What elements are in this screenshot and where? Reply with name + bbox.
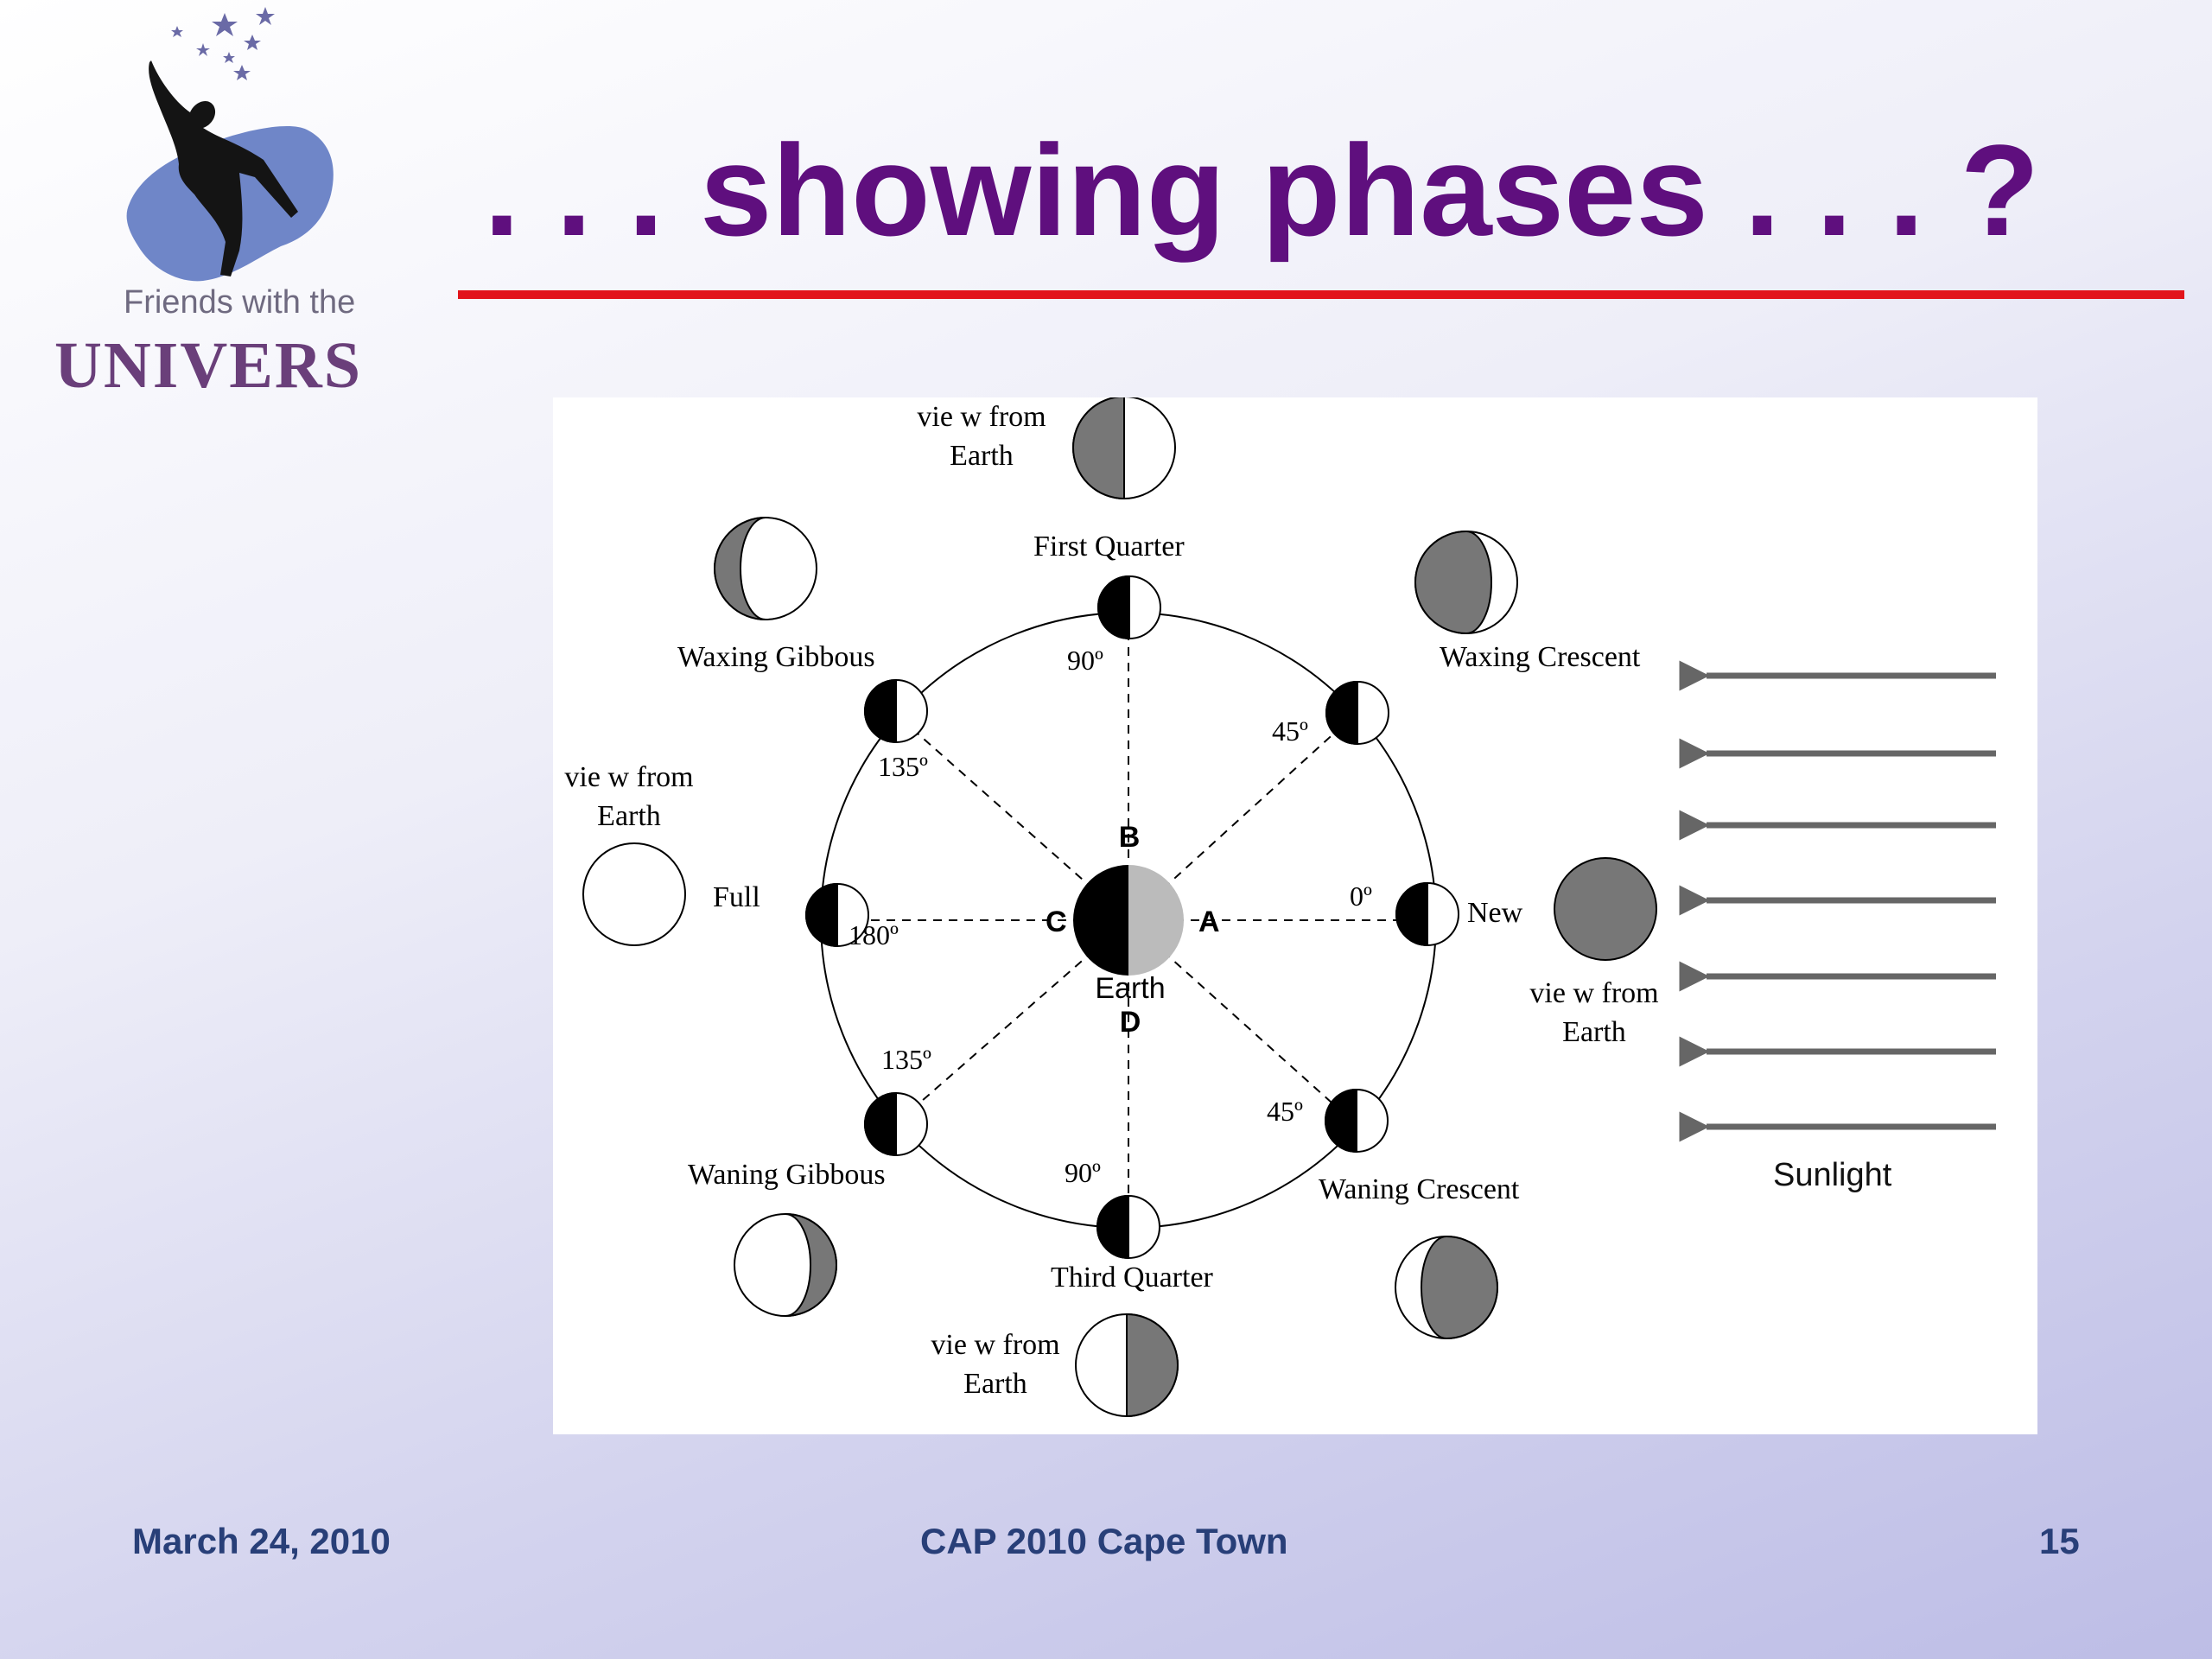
orbit-moon-waning-crescent	[1325, 1090, 1388, 1152]
view-moon-third-quarter	[1076, 1314, 1178, 1416]
orbit-moon-waxing-gibbous	[865, 680, 927, 742]
footer-page-number: 15	[2039, 1521, 2080, 1562]
moon-phases-diagram: Earth A B C D New Waxing Crescent First …	[553, 397, 2037, 1434]
angle-label-first-quarter: 90º	[1067, 645, 1103, 676]
sunlight-arrows	[1707, 676, 1996, 1127]
footer-date: March 24, 2010	[132, 1521, 391, 1562]
view-moon-new	[1554, 858, 1656, 960]
earth-icon	[1073, 865, 1184, 976]
view-moon-full	[583, 843, 685, 945]
view-caption-bottom-line2: Earth	[963, 1368, 1027, 1400]
view-caption-top-line1: vie w from	[917, 401, 1046, 433]
orbit-moon-third-quarter	[1097, 1196, 1160, 1258]
phase-label-waxing-gibbous: Waxing Gibbous	[677, 641, 875, 673]
angle-label-full: 180º	[849, 919, 899, 950]
view-caption-right-line1: vie w from	[1529, 977, 1658, 1009]
orbit-moon-waning-gibbous	[865, 1093, 927, 1155]
view-moon-waning-gibbous	[734, 1214, 836, 1316]
angle-label-new: 0º	[1350, 880, 1372, 912]
logo-line1: Friends with the	[124, 284, 355, 321]
star-icons	[171, 7, 275, 80]
title-underline	[458, 290, 2184, 299]
view-moon-first-quarter	[1073, 397, 1175, 499]
slide-title: . . . showing phases . . . ?	[484, 121, 2039, 259]
orbit-moon-waxing-crescent	[1326, 682, 1389, 744]
view-moon-waning-crescent	[1395, 1236, 1497, 1338]
view-caption-top-line2: Earth	[950, 440, 1014, 472]
angle-label-waxing-crescent: 45º	[1272, 715, 1308, 747]
point-d-label: D	[1120, 1006, 1141, 1039]
phase-label-waxing-crescent: Waxing Crescent	[1440, 641, 1641, 673]
angle-label-waning-gibbous: 135º	[881, 1044, 931, 1075]
phase-label-third-quarter: Third Quarter	[1051, 1262, 1214, 1294]
view-caption-bottom-line1: vie w from	[931, 1329, 1059, 1361]
sunlight-label: Sunlight	[1773, 1157, 1892, 1193]
phase-label-new: New	[1467, 897, 1523, 929]
point-b-label: B	[1119, 821, 1141, 854]
logo-line2: UNIVERSE	[54, 329, 359, 402]
angle-label-waxing-gibbous: 135º	[878, 751, 928, 782]
angle-label-waning-crescent: 45º	[1267, 1096, 1303, 1127]
orbit-moon-first-quarter	[1098, 576, 1160, 639]
view-moon-waxing-gibbous	[715, 518, 817, 620]
phase-label-waning-gibbous: Waning Gibbous	[688, 1159, 886, 1191]
view-caption-left-line1: vie w from	[564, 761, 693, 793]
view-caption-right-line2: Earth	[1562, 1016, 1626, 1048]
footer-event: CAP 2010 Cape Town	[920, 1521, 1288, 1562]
view-moon-waxing-crescent	[1415, 531, 1517, 633]
view-caption-left-line2: Earth	[597, 800, 661, 832]
orbit-moon-new	[1396, 883, 1459, 945]
friends-with-the-universe-logo: Friends with the UNIVERSE	[48, 0, 359, 406]
point-a-label: A	[1198, 906, 1220, 938]
point-c-label: C	[1046, 906, 1067, 938]
phase-label-waning-crescent: Waning Crescent	[1319, 1173, 1520, 1205]
phase-label-full: Full	[713, 881, 760, 913]
earth-label: Earth	[1095, 972, 1165, 1005]
angle-label-third-quarter: 90º	[1065, 1157, 1101, 1188]
phase-label-first-quarter: First Quarter	[1033, 531, 1185, 563]
